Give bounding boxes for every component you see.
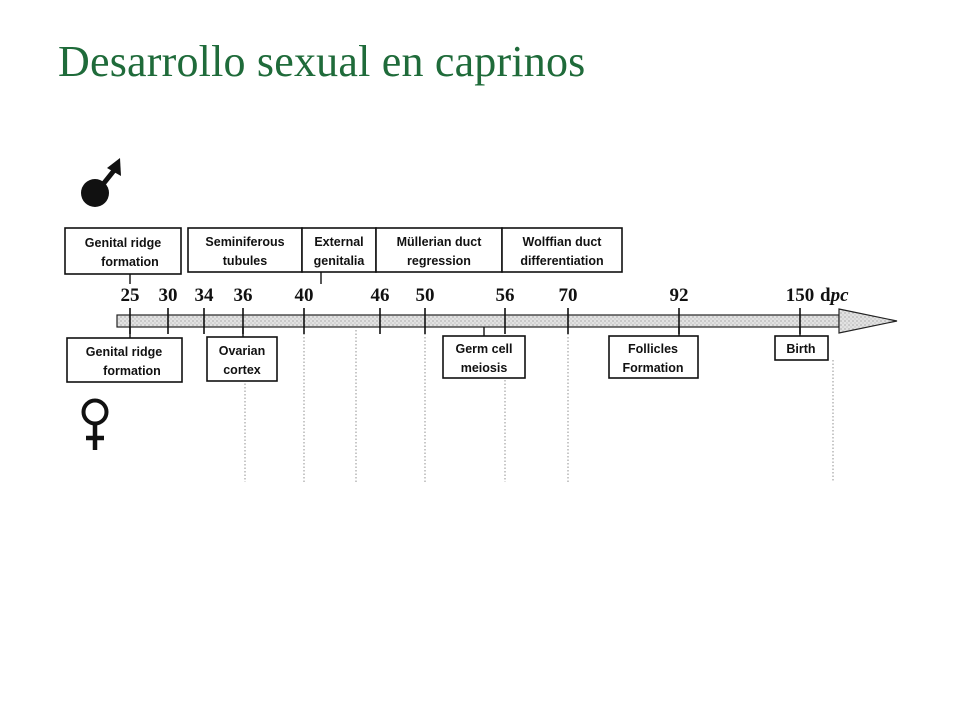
guide-lines [244,330,834,482]
male-event-external-genitalia: External genitalia [301,227,377,273]
unit-prefix: d [820,285,831,306]
tick-label: 56 [496,285,515,306]
event-label-line1: Genital ridge [85,236,161,250]
male-event-genital-ridge: Genital ridge formation [64,227,182,275]
axis-tick-labels: 25 30 34 36 40 46 50 56 70 92 150 dpc [121,285,850,306]
axis-unit-label: dpc [820,285,849,306]
event-label-line2: formation [103,364,161,378]
male-symbol-icon [81,158,121,207]
tick-label: 36 [234,285,253,306]
event-label-line1: Wolffian duct [523,235,603,249]
slide-title: Desarrollo sexual en caprinos [58,37,586,86]
event-label-line1: External [314,235,363,249]
male-event-mullerian-regression: Müllerian duct regression [375,227,503,273]
event-label-line2: tubules [223,254,267,268]
tick-label: 34 [195,285,215,306]
tick-label: 30 [159,285,178,306]
event-label-line1: Seminiferous [205,235,284,249]
tick-label: 150 [786,285,815,306]
tick-label: 50 [416,285,435,306]
female-event-germ-cell-meiosis: Germ cell meiosis [442,335,526,379]
tick-label: 70 [559,285,578,306]
timeline-axis [116,308,898,334]
event-label-line2: meiosis [461,361,508,375]
female-event-genital-ridge: Genital ridge formation [66,337,183,383]
event-label-line2: Formation [622,361,683,375]
female-symbol-icon [81,398,109,450]
event-label-line1: Germ cell [456,342,513,356]
unit-italic: pc [829,285,850,306]
event-label-line2: genitalia [314,254,366,268]
male-event-seminiferous-tubules: Seminiferous tubules [187,227,303,273]
male-event-wolffian-differentiation: Wolffian duct differentiation [501,227,623,273]
tick-label: 46 [371,285,390,306]
tick-label: 40 [295,285,314,306]
event-label-line2: formation [101,255,159,269]
event-label-line1: Genital ridge [86,345,162,359]
female-event-ovarian-cortex: Ovarian cortex [206,336,278,382]
female-event-follicles-formation: Follicles Formation [608,335,699,379]
event-label-line2: cortex [223,363,261,377]
event-label-line2: regression [407,254,471,268]
event-label-line1: Ovarian [219,344,266,358]
tick-label: 25 [121,285,140,306]
event-label-line1: Follicles [628,342,678,356]
event-label-line2: differentiation [520,254,603,268]
event-label-line1: Müllerian duct [397,235,483,249]
female-event-birth: Birth [774,335,829,361]
event-label-line1: Birth [786,342,815,356]
tick-label: 92 [670,285,689,306]
